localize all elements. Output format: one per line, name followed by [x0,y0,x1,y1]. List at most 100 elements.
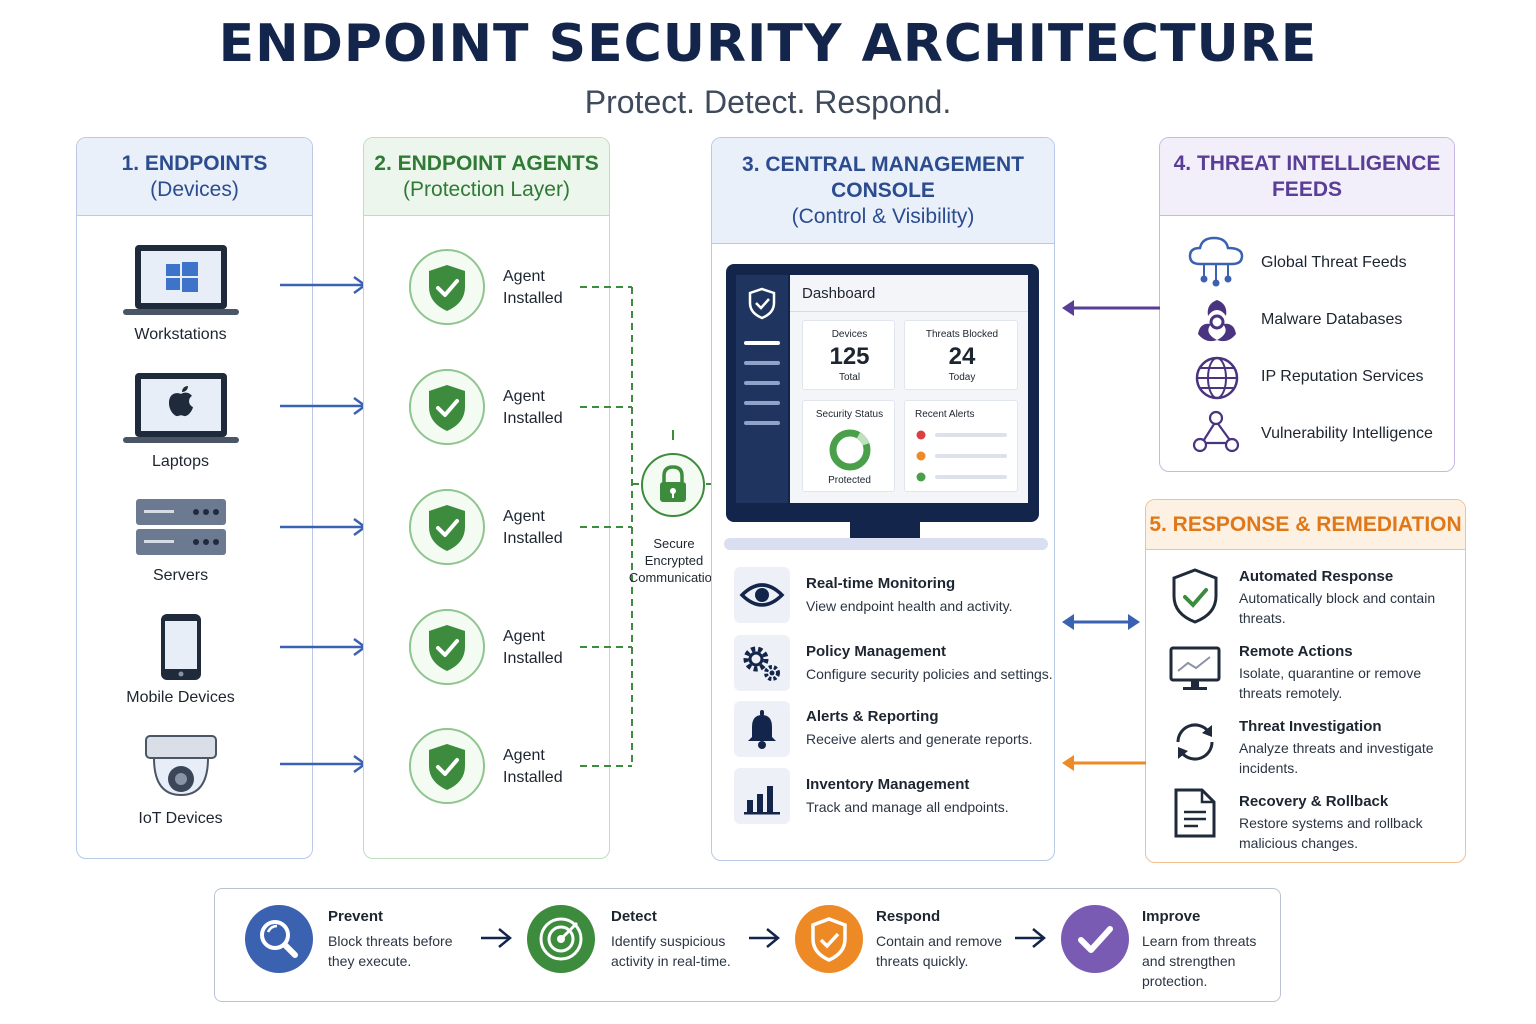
response-item-desc: Analyze threats and investigate incident… [1239,740,1434,776]
globe-icon [1195,356,1239,400]
agent-badge [409,249,485,325]
feature-icon-box [734,567,790,623]
stage-arrow [481,928,512,948]
response-header: 5. RESPONSE & REMEDIATION [1146,500,1465,550]
agents-subheading: (Protection Layer) [403,177,570,201]
threats-card-value: 24 [948,343,976,370]
feature-desc: Track and manage all endpoints. [806,799,1009,815]
response-item-desc: Restore systems and rollback malicious c… [1239,815,1423,851]
threat-intel-heading-line2: FEEDS [1271,177,1342,201]
stage-title: Prevent [328,908,384,925]
response-console-arrow [1062,755,1146,771]
stage-desc: Contain and remove threats quickly. [876,933,1003,969]
response-item-desc: Isolate, quarantine or remove threats re… [1239,665,1422,701]
feature-icon-box [734,768,790,824]
agent-label-line1: Agent [503,628,545,645]
alerts-list [916,430,1007,482]
network-nodes-icon [1192,410,1240,453]
dashboard-divider [790,311,1028,312]
shield-check-icon [1172,568,1218,624]
response-heading: 5. RESPONSE & REMEDIATION [1149,512,1462,536]
agent-label-line2: Installed [503,769,563,786]
comm-line1: Secure [653,536,695,551]
feature-title: Real-time Monitoring [806,575,956,592]
feed-label: Malware Databases [1261,311,1403,328]
refresh-icon [1176,723,1214,761]
monitor-icon [1169,646,1221,690]
smartphone-icon [161,614,201,680]
shield-check-icon [429,265,465,311]
server-icon [136,499,226,555]
biohazard-icon [1198,300,1236,342]
console-subheading: (Control & Visibility) [791,204,975,228]
alerts-card-label: Recent Alerts [915,409,975,420]
feature-desc: Receive alerts and generate reports. [806,731,1033,747]
checkmark-icon [1078,926,1113,953]
secure-connector-lines [580,286,722,767]
agent-label: Agent Installed [503,266,563,310]
response-item-title: Threat Investigation [1239,718,1382,735]
threat-intel-heading-line1: 4. THREAT INTELLIGENCE [1173,151,1441,175]
console-response-double-arrow [1062,614,1140,630]
feature-desc: View endpoint health and activity. [806,598,1013,614]
device-label-workstations: Workstations [134,326,227,343]
bell-icon [748,710,776,749]
agent-label-line2: Installed [503,650,563,667]
comm-line2: Encrypted [644,553,704,568]
agent-badge [409,489,485,565]
feed-label: Vulnerability Intelligence [1261,425,1433,442]
endpoint-agent-arrows [280,275,368,774]
shield-check-icon [429,505,465,551]
gears-icon [743,646,780,681]
agents-panel: 2. ENDPOINT AGENTS (Protection Layer) [363,137,610,859]
shield-check-icon [429,744,465,790]
agent-badge [409,728,485,804]
prevent-stage-badge [245,905,313,973]
threat-intel-header: 4. THREAT INTELLIGENCE FEEDS [1160,138,1454,216]
agent-badge [409,609,485,685]
console-header: 3. CENTRAL MANAGEMENT CONSOLE (Control &… [712,138,1054,244]
agent-label-line2: Installed [503,530,563,547]
shield-check-icon [429,625,465,671]
console-heading-line2: CONSOLE [831,178,935,202]
threat-feed-arrow [1062,300,1160,316]
device-label-iot: IoT Devices [138,810,223,827]
devices-card: Devices 125 Total [802,320,895,390]
agent-label-line1: Agent [503,508,545,525]
detect-stage-badge [527,905,595,973]
endpoints-header: 1. ENDPOINTS (Devices) [77,138,312,216]
stage-arrow [749,928,780,948]
agent-label-line1: Agent [503,747,545,764]
dashboard-sidebar [736,275,788,503]
sidebar-menu [744,287,780,425]
feature-icon-box [734,635,790,691]
console-heading-line1: 3. CENTRAL MANAGEMENT [742,152,1024,176]
shield-check-icon [429,385,465,431]
stage-desc: Block threats before they execute. [328,933,453,969]
agent-label-line2: Installed [503,290,563,307]
agent-label-line1: Agent [503,268,545,285]
device-label-servers: Servers [152,567,209,584]
agent-badge [409,369,485,445]
bar-chart-icon [744,786,780,815]
stage-desc: Learn from threats and strengthen protec… [1142,933,1257,989]
feature-title: Policy Management [806,643,947,660]
device-label-laptops: Laptops [152,453,209,470]
stage-desc: Identify suspicious activity in real-tim… [611,933,731,969]
agent-label: Agent Installed [503,506,563,550]
agent-label: Agent Installed [503,626,563,670]
device-label-mobile: Mobile Devices [126,689,235,706]
page-subtitle: Protect. Detect. Respond. [584,84,952,120]
recent-alerts-card: Recent Alerts [904,400,1018,492]
threats-card: Threats Blocked 24 Today [904,320,1018,390]
response-item-title: Recovery & Rollback [1239,793,1389,810]
status-donut [829,429,871,471]
agents-heading: 2. ENDPOINT AGENTS [374,151,599,175]
windows-laptop-icon [123,245,239,315]
apple-laptop-icon [123,373,239,443]
endpoints-subheading: (Devices) [150,177,239,201]
agent-label-line2: Installed [503,410,563,427]
radar-icon [539,917,583,961]
status-card-caption: Protected [828,475,871,486]
response-item-title: Automated Response [1239,568,1394,585]
